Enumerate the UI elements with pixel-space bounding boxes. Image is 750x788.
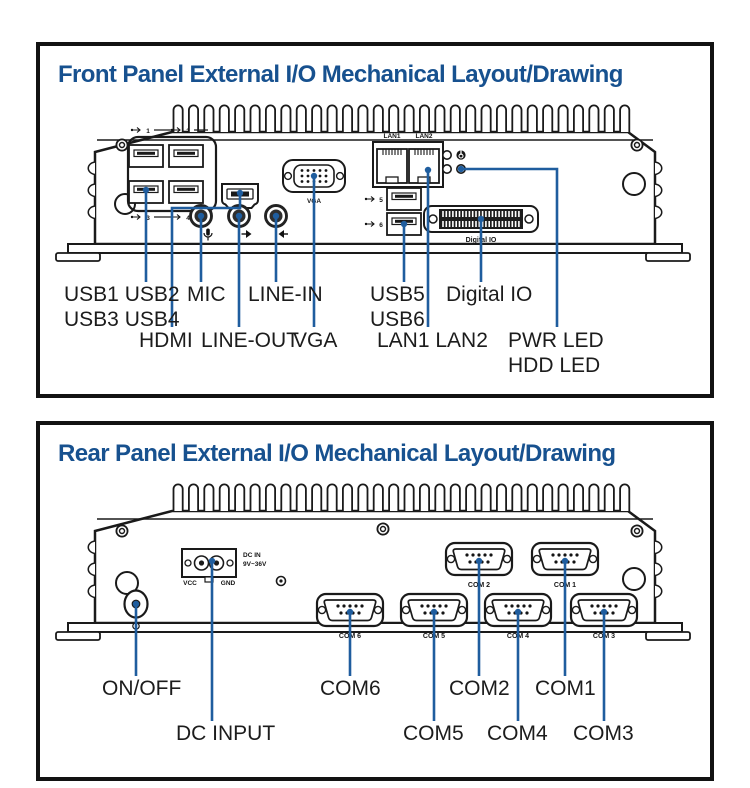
callout-usb1-4: USB1 USB2 USB3 USB4 bbox=[64, 283, 180, 331]
callout-digital-io: Digital IO bbox=[446, 283, 533, 306]
screw-hole-icon bbox=[630, 524, 644, 538]
usb6-marking: 6 bbox=[379, 222, 383, 229]
callout-line-in: LINE-IN bbox=[248, 283, 323, 306]
callout-line-out: LINE-OUT bbox=[201, 329, 300, 352]
rear-panel-drawing-area: VCC GND DC IN 9V~36V COM 2 bbox=[40, 471, 710, 766]
screw-hole-icon bbox=[376, 522, 390, 536]
screw-hole-icon bbox=[115, 524, 129, 538]
callout-com3: COM3 bbox=[573, 722, 634, 745]
callout-com5: COM5 bbox=[403, 722, 464, 745]
chassis-hole bbox=[622, 567, 646, 591]
screw-hole-icon bbox=[115, 138, 129, 152]
dc-in-marking: DC IN bbox=[243, 552, 261, 559]
dc-input-terminal: VCC GND DC IN 9V~36V bbox=[181, 548, 267, 587]
callout-usb5-6: USB5 USB6 bbox=[370, 283, 425, 331]
usb-icon bbox=[130, 126, 141, 134]
usb3-marking: 3 bbox=[146, 215, 150, 222]
callout-lan: LAN1 LAN2 bbox=[377, 329, 488, 352]
antenna-hole bbox=[275, 575, 287, 587]
front-panel-title: Front Panel External I/O Mechanical Layo… bbox=[58, 61, 623, 88]
chassis-hole bbox=[622, 172, 646, 196]
callout-leds: PWR LED HDD LED bbox=[508, 329, 604, 377]
mic-icon bbox=[203, 228, 213, 241]
callout-vga: VGA bbox=[293, 329, 338, 352]
screw-hole-icon bbox=[630, 138, 644, 152]
rear-panel-title: Rear Panel External I/O Mechanical Layou… bbox=[58, 440, 616, 467]
callout-dc-input: DC INPUT bbox=[176, 722, 276, 745]
front-leader-lines bbox=[142, 165, 559, 327]
usb2-marking: 2 bbox=[186, 128, 190, 135]
callout-com6: COM6 bbox=[320, 677, 381, 700]
front-panel-drawing-area: 1 2 3 4 HDMI VGA bbox=[40, 92, 710, 382]
rear-leader-lines bbox=[132, 557, 608, 721]
callout-mic: MIC bbox=[187, 283, 226, 306]
usb4-marking: 4 bbox=[186, 215, 190, 222]
callout-com4: COM4 bbox=[487, 722, 548, 745]
lan1-marking: LAN1 bbox=[384, 133, 401, 140]
audio-jacks bbox=[189, 204, 288, 241]
rear-panel-section: Rear Panel External I/O Mechanical Layou… bbox=[36, 421, 714, 781]
dc-range-marking: 9V~36V bbox=[243, 561, 267, 568]
front-panel-section: Front Panel External I/O Mechanical Layo… bbox=[36, 42, 714, 398]
front-device-drawing: 1 2 3 4 HDMI VGA bbox=[54, 104, 692, 327]
callout-hdmi: HDMI bbox=[139, 329, 193, 352]
usb5-usb6-ports: 5 6 bbox=[364, 187, 422, 236]
gnd-marking: GND bbox=[221, 580, 236, 587]
lan2-marking: LAN2 bbox=[416, 133, 433, 140]
line-out-icon bbox=[241, 230, 252, 238]
callout-on-off: ON/OFF bbox=[102, 677, 182, 700]
lan-ports: LAN1 LAN2 bbox=[372, 133, 444, 188]
rear-device-drawing: VCC GND DC IN 9V~36V COM 2 bbox=[54, 483, 692, 721]
usb5-marking: 5 bbox=[379, 197, 383, 204]
callout-com2: COM2 bbox=[449, 677, 510, 700]
usb1-marking: 1 bbox=[146, 128, 150, 135]
line-in-icon bbox=[278, 230, 288, 238]
callout-com1: COM1 bbox=[535, 677, 596, 700]
vcc-marking: VCC bbox=[183, 580, 197, 587]
